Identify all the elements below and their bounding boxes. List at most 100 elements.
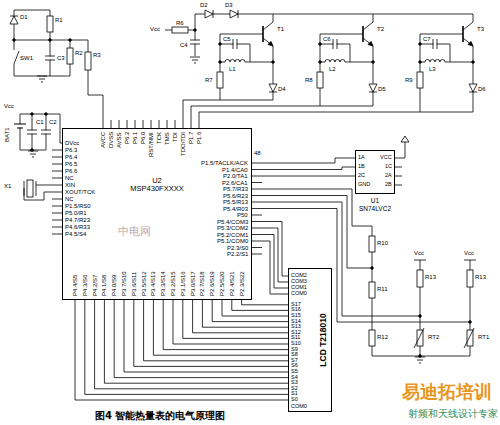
wire [95, 300, 288, 389]
wire [363, 38, 373, 106]
wire [464, 260, 476, 261]
wire-gap [325, 61, 345, 64]
pin-name: P2.7/S18 [199, 271, 205, 296]
pin-name: 2A [385, 173, 392, 179]
wire [14, 10, 50, 11]
wire [220, 62, 273, 63]
wire [114, 300, 288, 378]
resistor-symbol [317, 72, 323, 88]
wire-gap [434, 43, 437, 46]
watermark: 中电网 [118, 226, 151, 237]
inductor-symbol [425, 60, 445, 62]
wire [134, 300, 288, 366]
pin-name: P5.4/COM3 [217, 219, 248, 225]
lcd-pin-name: COM2 [291, 273, 307, 279]
part-label: D2 [200, 2, 208, 8]
wire [202, 300, 288, 327]
pin-name: 1A [358, 155, 365, 161]
pin-name: RST/NMI [148, 132, 154, 157]
transistor-arrow [468, 42, 473, 47]
pin-number: 48 [254, 150, 261, 156]
pin-name: XIN [65, 182, 75, 188]
wire [119, 120, 120, 128]
diode-symbol [205, 10, 213, 18]
diode-bar [10, 16, 18, 17]
junction-dot [194, 29, 197, 32]
junction-dot [419, 61, 422, 64]
part-name: LCD T218010 [319, 313, 328, 366]
wire [52, 164, 62, 165]
wire-connector [252, 167, 355, 170]
wire [135, 120, 136, 128]
wire [159, 120, 160, 128]
part-label: R6 [176, 20, 184, 26]
junction-dot [469, 321, 472, 324]
wire [20, 114, 62, 143]
pin-name: P5.5/R13 [223, 199, 248, 205]
wire [252, 247, 262, 248]
crystal-plates [24, 181, 36, 196]
pin-name: P6.3 [65, 147, 77, 153]
part-label: R9 [405, 77, 413, 83]
wire [52, 150, 62, 151]
pin-name: XOUT/TCK [65, 189, 95, 195]
wire [463, 38, 473, 112]
resistor-symbol [369, 282, 375, 298]
wire [193, 300, 288, 333]
lcd-pin-name: S0 [291, 397, 298, 403]
part-label: C5 [223, 36, 231, 42]
wire [46, 114, 47, 150]
ground-symbol [28, 151, 38, 157]
pin-name: P4.3/S6 [82, 275, 88, 296]
wire-gap [19, 125, 22, 128]
resistor-symbol [369, 330, 375, 346]
junction-dot [13, 39, 16, 42]
wire [153, 300, 288, 355]
wire [151, 120, 152, 128]
wire [220, 44, 250, 62]
wire [395, 185, 402, 186]
part-label: C7 [423, 36, 431, 42]
capacitor-symbol [190, 40, 200, 44]
wire [85, 300, 288, 394]
part-label: R2 [75, 50, 83, 56]
lcd-pin-name: COM0 [291, 291, 307, 297]
wire-gap [225, 61, 245, 64]
pin-name: P3.7/S10 [121, 271, 127, 296]
pin-name: P3.5/S12 [141, 271, 147, 296]
wire [14, 40, 88, 41]
pin-name: P3.6/S11 [131, 272, 137, 296]
wire [175, 120, 176, 128]
wire [199, 112, 420, 128]
part-label: D6 [478, 86, 486, 92]
wire [52, 227, 62, 228]
pin-name: P2.3/S0 [227, 245, 248, 251]
wire [52, 213, 62, 214]
part-label: D4 [278, 86, 286, 92]
wire [320, 62, 373, 63]
part-label: C2 [49, 119, 57, 125]
wire-gap [425, 61, 445, 64]
pin-name: P3.1/S16 [180, 271, 186, 296]
pin-name: P1.5/RS0 [65, 203, 91, 209]
logo-text: 易迪拓培训 [402, 383, 492, 401]
wire [20, 114, 46, 150]
wire [395, 142, 405, 158]
wire [463, 14, 473, 30]
resistor-symbol [47, 16, 53, 32]
crystal-symbol [27, 180, 33, 197]
wire [252, 176, 355, 177]
junction-dot [319, 43, 322, 46]
wire [36, 185, 52, 186]
wire [52, 206, 62, 207]
part-name: U2 [152, 177, 162, 185]
part-label: D1 [20, 14, 28, 20]
pin-name: AVSS [116, 132, 122, 148]
part-label: C1 [36, 119, 44, 125]
part-label: Vcc [150, 26, 160, 32]
part-label: RT1 [478, 334, 489, 340]
supply-arrow [401, 136, 409, 142]
part-label: R10 [377, 240, 388, 246]
pin-name: AVCC [100, 132, 106, 148]
